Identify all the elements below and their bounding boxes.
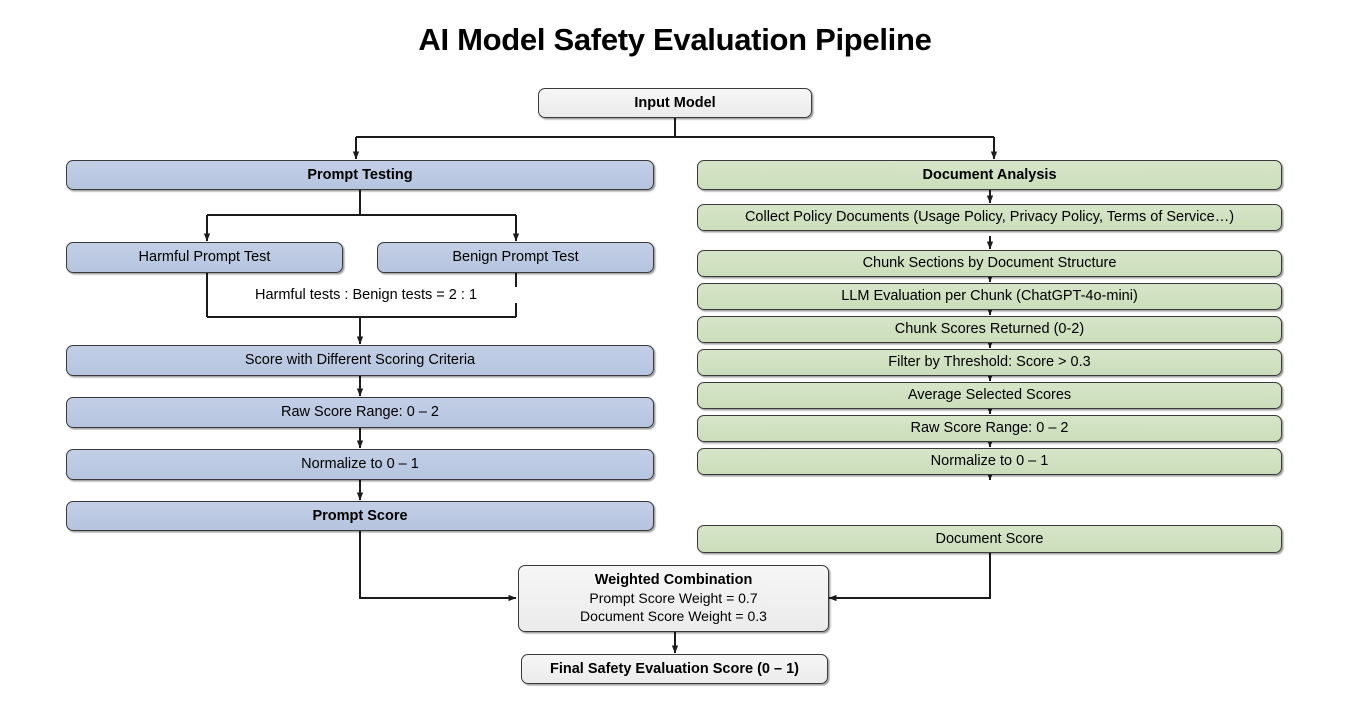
node-chunk-sections[interactable]: Chunk Sections by Document Structure: [697, 250, 1282, 277]
node-document-normalize-label: Normalize to 0 – 1: [930, 453, 1049, 470]
node-prompt-score-label: Prompt Score: [312, 507, 408, 524]
node-average-selected-scores-label: Average Selected Scores: [907, 387, 1072, 404]
node-score-criteria[interactable]: Score with Different Scoring Criteria: [66, 345, 654, 376]
page-title: AI Model Safety Evaluation Pipeline: [418, 22, 932, 57]
node-prompt-score[interactable]: Prompt Score: [66, 501, 654, 531]
node-document-analysis-label: Document Analysis: [922, 166, 1057, 183]
node-document-score-label: Document Score: [935, 530, 1044, 547]
node-llm-evaluation-per-chunk[interactable]: LLM Evaluation per Chunk (ChatGPT-4o-min…: [697, 283, 1282, 310]
node-prompt-raw-score-range-label: Raw Score Range: 0 – 2: [281, 404, 439, 421]
node-score-criteria-label: Score with Different Scoring Criteria: [244, 352, 476, 369]
node-collect-policy-documents[interactable]: Collect Policy Documents (Usage Policy, …: [697, 204, 1282, 231]
node-document-raw-score-range[interactable]: Raw Score Range: 0 – 2: [697, 415, 1282, 442]
node-document-raw-score-range-label: Raw Score Range: 0 – 2: [910, 420, 1069, 437]
node-document-normalize[interactable]: Normalize to 0 – 1: [697, 448, 1282, 475]
wire-docscore-to-combination: [828, 553, 991, 602]
node-document-analysis[interactable]: Document Analysis: [697, 160, 1282, 190]
node-weighted-combination-heading: Weighted Combination: [594, 572, 753, 589]
node-collect-policy-documents-label: Collect Policy Documents (Usage Policy, …: [744, 209, 1235, 226]
node-harmful-prompt-test[interactable]: Harmful Prompt Test: [66, 242, 343, 273]
node-input-model-label: Input Model: [634, 94, 716, 111]
node-benign-prompt-test-label: Benign Prompt Test: [452, 249, 579, 266]
node-weighted-combination[interactable]: Weighted Combination Prompt Score Weight…: [518, 565, 829, 632]
node-filter-by-threshold[interactable]: Filter by Threshold: Score > 0.3: [697, 349, 1282, 376]
node-chunk-scores-returned-label: Chunk Scores Returned (0-2): [894, 321, 1085, 338]
node-prompt-normalize[interactable]: Normalize to 0 – 1: [66, 449, 654, 480]
node-prompt-testing[interactable]: Prompt Testing: [66, 160, 654, 190]
node-prompt-raw-score-range[interactable]: Raw Score Range: 0 – 2: [66, 397, 654, 428]
node-prompt-testing-label: Prompt Testing: [307, 166, 413, 183]
node-final-safety-score-label: Final Safety Evaluation Score (0 – 1): [550, 660, 799, 677]
node-chunk-scores-returned[interactable]: Chunk Scores Returned (0-2): [697, 316, 1282, 343]
node-filter-by-threshold-label: Filter by Threshold: Score > 0.3: [888, 354, 1091, 371]
node-final-safety-score[interactable]: Final Safety Evaluation Score (0 – 1): [521, 654, 828, 684]
node-weighted-combination-prompt-weight: Prompt Score Weight = 0.7: [589, 589, 758, 606]
node-benign-prompt-test[interactable]: Benign Prompt Test: [377, 242, 654, 273]
node-prompt-normalize-label: Normalize to 0 – 1: [301, 456, 419, 473]
label-test-ratio: Harmful tests : Benign tests = 2 : 1: [210, 287, 522, 303]
node-average-selected-scores[interactable]: Average Selected Scores: [697, 382, 1282, 409]
node-harmful-prompt-test-label: Harmful Prompt Test: [138, 249, 271, 266]
node-chunk-sections-label: Chunk Sections by Document Structure: [862, 255, 1117, 272]
node-input-model[interactable]: Input Model: [538, 88, 812, 118]
node-llm-evaluation-per-chunk-label: LLM Evaluation per Chunk (ChatGPT-4o-min…: [841, 288, 1138, 305]
node-document-score[interactable]: Document Score: [697, 525, 1282, 553]
node-weighted-combination-document-weight: Document Score Weight = 0.3: [580, 607, 767, 624]
wire-promptscore-to-combination: [359, 531, 517, 602]
